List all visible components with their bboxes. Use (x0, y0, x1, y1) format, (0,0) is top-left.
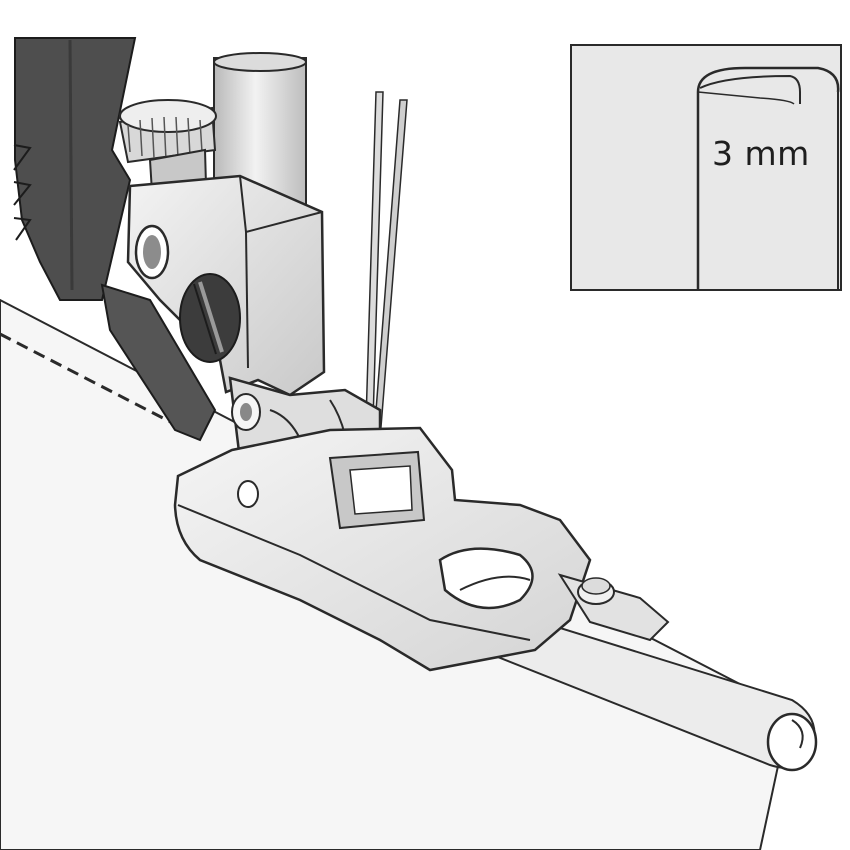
foot-hole (237, 480, 259, 508)
hemmer-foot-sole (173, 426, 670, 672)
hem-roll-end (766, 712, 818, 772)
thumb-screw (118, 99, 217, 194)
hem-inset (570, 44, 842, 291)
foot-shank (126, 174, 326, 397)
presser-bar (13, 37, 217, 442)
hem-width-label: 3 mm (712, 134, 810, 173)
stitch-line (0, 332, 191, 434)
